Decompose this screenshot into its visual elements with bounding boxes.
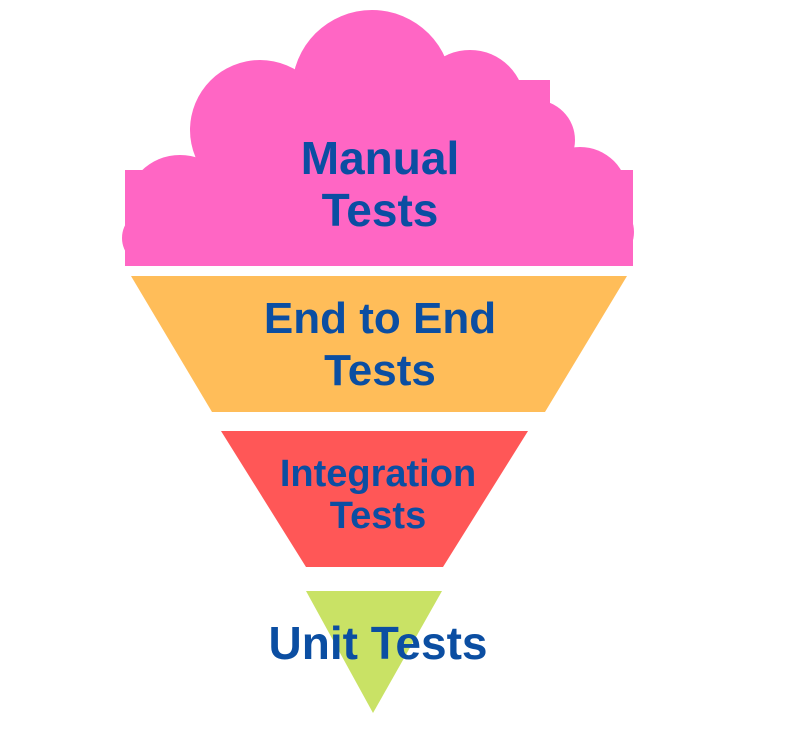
end-to-end-tests-label-line1: End to End	[264, 294, 496, 343]
integration-tests-label-line1: Integration	[280, 453, 476, 495]
manual-tests-cloud-shape	[122, 10, 634, 266]
manual-tests-label-line2: Tests	[322, 184, 439, 236]
unit-tests-label: Unit Tests	[269, 617, 488, 669]
manual-tests-label-line1: Manual	[301, 132, 459, 184]
end-to-end-tests-band	[131, 276, 627, 412]
manual-tests-layer: Manual Tests	[122, 10, 634, 266]
integration-tests-band	[221, 431, 528, 567]
integration-tests-label-line2: Tests	[330, 495, 426, 537]
unit-tests-layer: Unit Tests	[269, 591, 488, 713]
end-to-end-tests-label-line2: Tests	[324, 346, 436, 395]
end-to-end-tests-layer: End to End Tests	[131, 276, 627, 412]
unit-tests-cone-tip	[306, 591, 442, 713]
integration-tests-layer: Integration Tests	[221, 431, 528, 567]
